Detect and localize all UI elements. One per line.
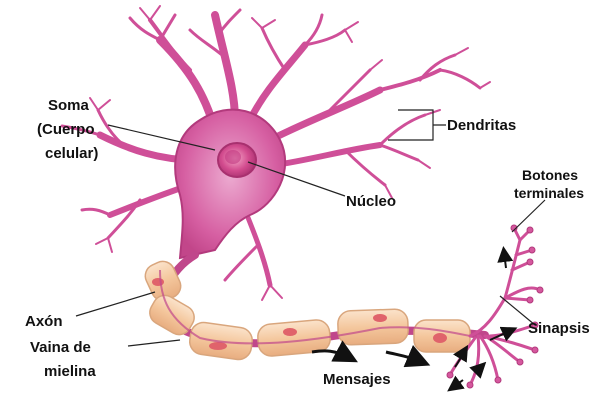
label-soma-line1: Soma — [48, 97, 90, 114]
myelin-sheath — [141, 257, 470, 361]
label-botones-line2: terminales — [514, 185, 584, 201]
message-arrow-7 — [452, 380, 463, 388]
label-mensajes: Mensajes — [323, 371, 391, 388]
label-soma-line2: (Cuerpo — [37, 121, 95, 138]
label-soma-line3: celular) — [45, 145, 98, 162]
leader-dendritas-bracket — [388, 110, 446, 140]
message-arrow-5 — [504, 252, 506, 268]
label-dendritas: Dendritas — [447, 117, 516, 134]
leader-lines — [76, 110, 545, 346]
label-vaina-line2: mielina — [44, 363, 96, 380]
label-axon: Axón — [25, 313, 63, 330]
message-arrow-2 — [386, 352, 422, 362]
label-sinapsis: Sinapsis — [528, 320, 590, 337]
leader-axon — [76, 292, 155, 316]
soma-body — [175, 110, 285, 258]
label-botones-line1: Botones — [522, 167, 578, 183]
label-vaina-line1: Vaina de — [30, 339, 91, 356]
axon-terminals — [450, 228, 540, 385]
leader-vaina — [128, 340, 180, 346]
label-nucleo: Núcleo — [346, 193, 396, 210]
message-arrow-1 — [312, 351, 350, 358]
